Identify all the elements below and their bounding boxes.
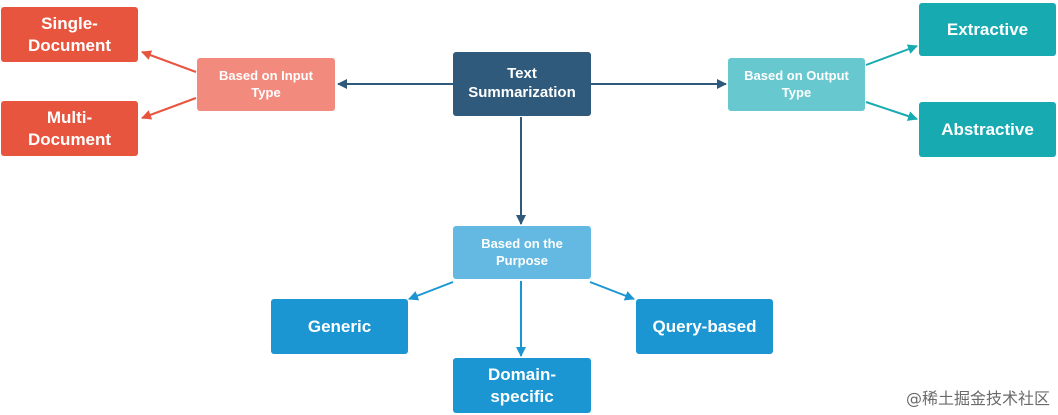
node-multi-document: Multi- Document [1,101,138,156]
node-generic: Generic [271,299,408,354]
edge-output-to-extractive [865,44,918,66]
node-based-on-output-type: Based on Output Type [728,58,865,111]
node-single-document: Single- Document [1,7,138,62]
node-based-on-the-purpose: Based on the Purpose [453,226,591,279]
node-text-summarization: Text Summarization [453,52,591,116]
node-extractive: Extractive [919,3,1056,56]
edge-purpose-to-query-based [589,281,635,301]
node-query-based: Query-based [636,299,773,354]
node-abstractive: Abstractive [919,102,1056,157]
edge-purpose-to-generic [408,281,454,301]
watermark: @稀土掘金技术社区 [905,389,1050,408]
edge-output-to-abstractive [865,101,918,121]
edge-input-to-multi-document [141,97,197,120]
node-based-on-input-type: Based on Input Type [197,58,335,111]
node-domain-specific: Domain- specific [453,358,591,413]
edge-input-to-single-document [141,50,197,73]
